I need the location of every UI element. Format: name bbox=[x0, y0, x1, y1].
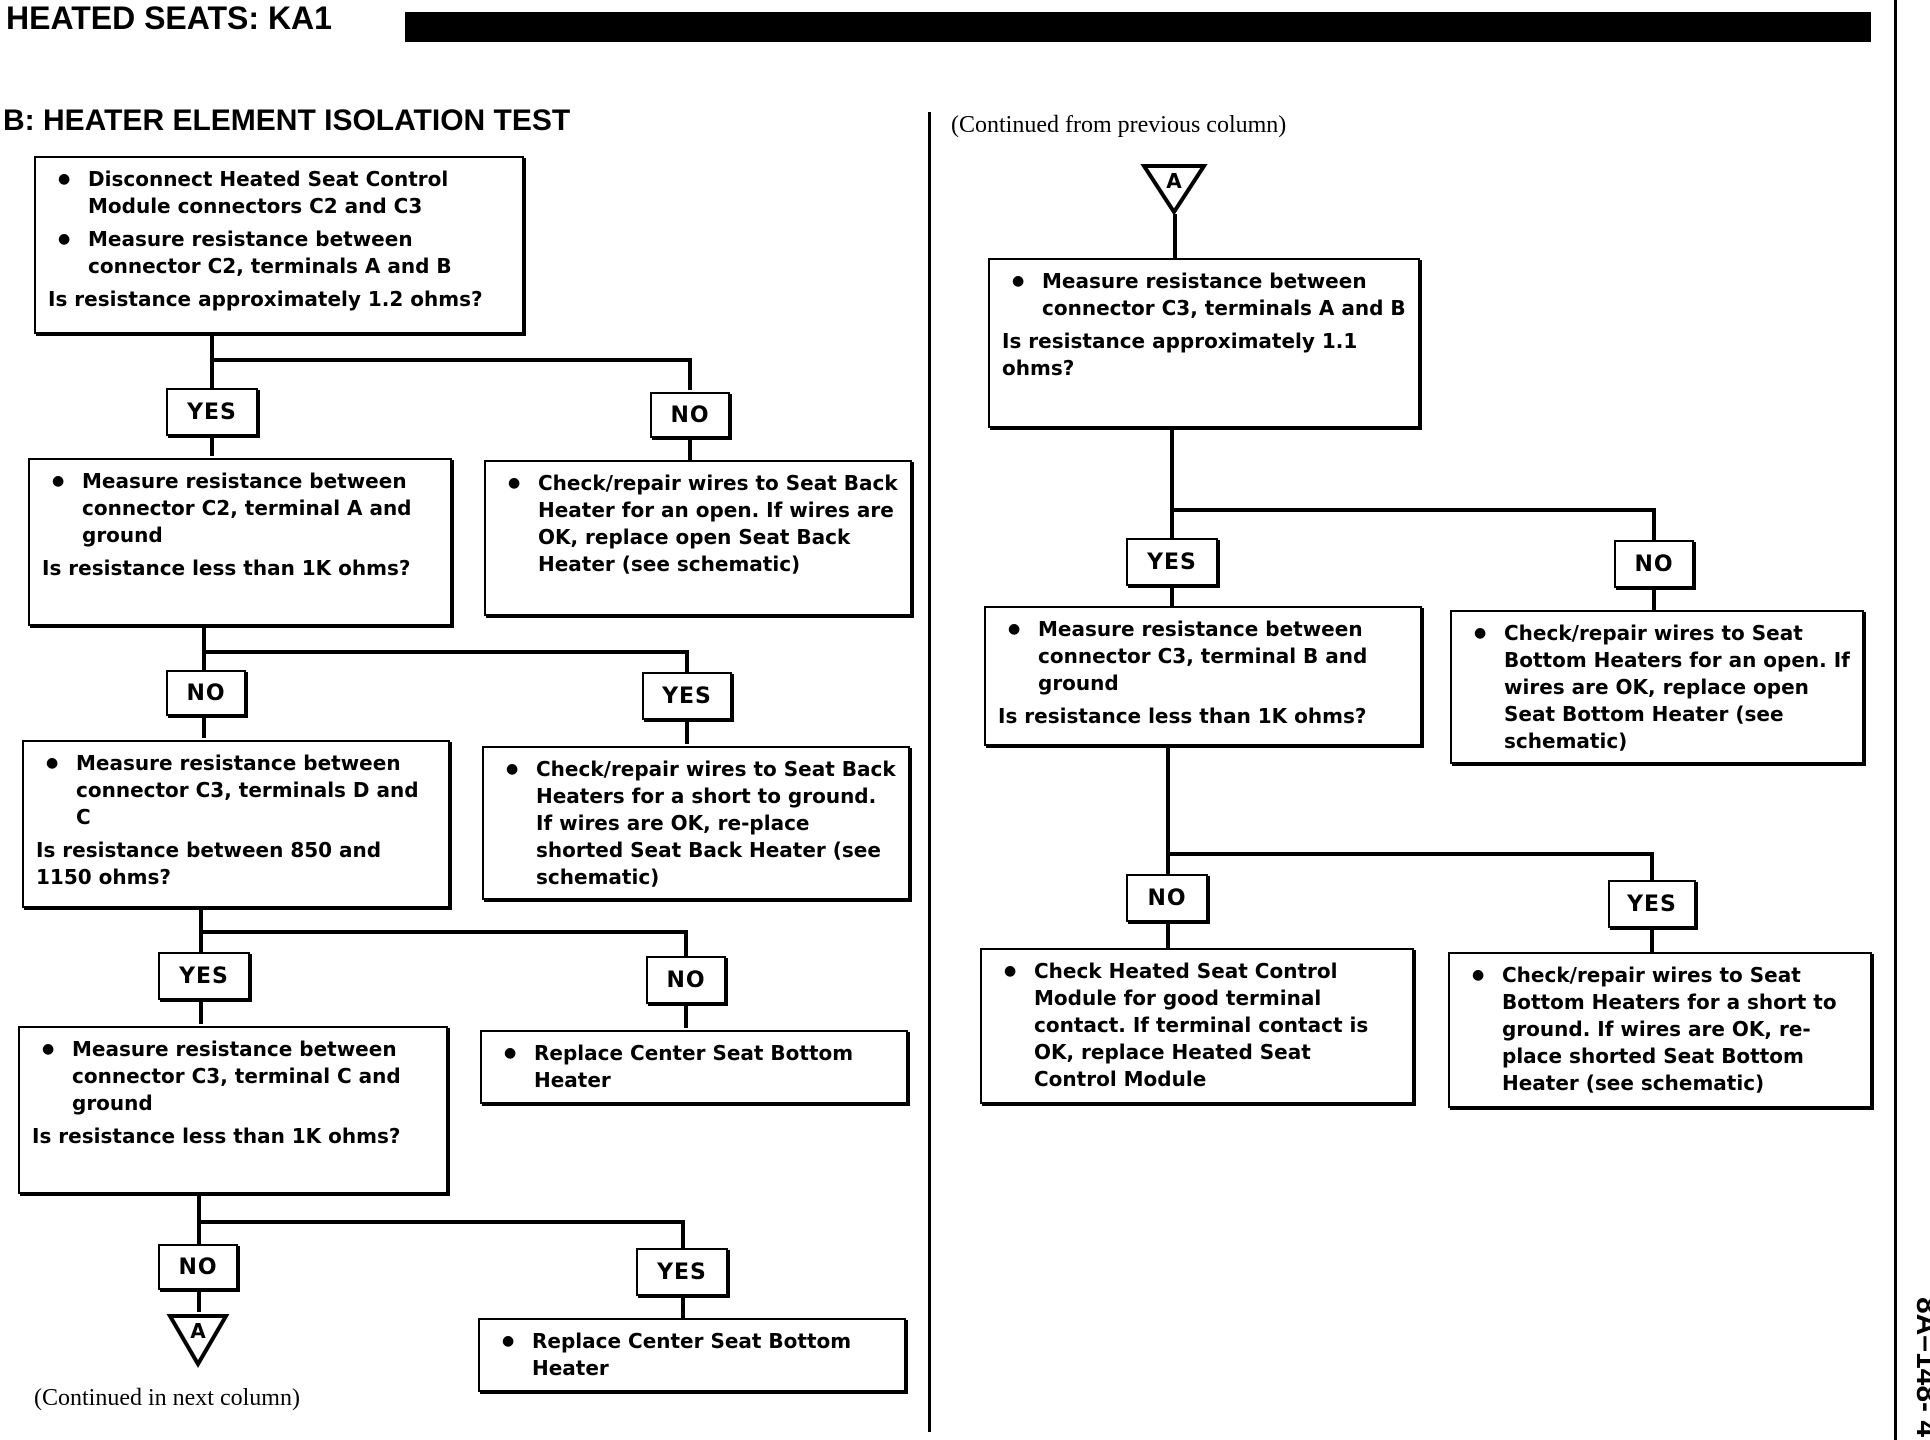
bullet-text: Check/repair wires to Seat Back Heaters … bbox=[496, 756, 896, 891]
action-repair-seat-bottom-open: Check/repair wires to Seat Bottom Heater… bbox=[1450, 610, 1864, 764]
bullet-text: Measure resistance between connector C2,… bbox=[48, 226, 510, 280]
question-text: Is resistance less than 1K ohms? bbox=[998, 704, 1367, 728]
column-divider bbox=[928, 112, 931, 1432]
header-rule-bar bbox=[405, 12, 1871, 42]
action-replace-center-seat-bottom-heater: Replace Center Seat Bottom Heater bbox=[480, 1030, 908, 1104]
no-label: NO bbox=[1614, 540, 1694, 588]
yes-label: YES bbox=[158, 952, 250, 1000]
yes-label: YES bbox=[642, 672, 732, 720]
no-label: NO bbox=[158, 1244, 238, 1290]
bullet-text: Check Heated Seat Control Module for goo… bbox=[994, 958, 1400, 1093]
no-label: NO bbox=[650, 392, 730, 438]
action-repair-seat-bottom-short: Check/repair wires to Seat Bottom Heater… bbox=[1448, 952, 1872, 1108]
no-label: NO bbox=[166, 670, 246, 716]
step-measure-c3-terminals-a-b: Measure resistance between connector C3,… bbox=[988, 258, 1420, 428]
off-page-connector-top bbox=[1140, 164, 1208, 216]
bullet-text: Disconnect Heated Seat Control Module co… bbox=[48, 166, 510, 220]
step-measure-c3-terminal-c-ground: Measure resistance between connector C3,… bbox=[18, 1026, 448, 1194]
action-check-control-module-contact: Check Heated Seat Control Module for goo… bbox=[980, 948, 1414, 1104]
yes-label: YES bbox=[166, 388, 258, 436]
bullet-text: Check/repair wires to Seat Bottom Heater… bbox=[1464, 620, 1850, 755]
action-replace-center-seat-bottom-heater-2: Replace Center Seat Bottom Heater bbox=[478, 1318, 906, 1392]
question-text: Is resistance between 850 and 1150 ohms? bbox=[36, 838, 382, 889]
action-repair-seat-back-open: Check/repair wires to Seat Back Heater f… bbox=[484, 460, 912, 616]
bullet-text: Replace Center Seat Bottom Heater bbox=[494, 1040, 894, 1094]
step-measure-c2-terminal-a-ground: Measure resistance between connector C2,… bbox=[28, 458, 452, 626]
continued-in-note: (Continued in next column) bbox=[34, 1385, 300, 1411]
connector-letter-bottom: A bbox=[190, 1319, 206, 1343]
bullet-text: Measure resistance between connector C3,… bbox=[998, 616, 1408, 697]
yes-label: YES bbox=[1126, 538, 1218, 586]
bullet-text: Measure resistance between connector C3,… bbox=[32, 1036, 434, 1117]
bullet-text: Check/repair wires to Seat Bottom Heater… bbox=[1462, 962, 1858, 1097]
bullet-text: Measure resistance between connector C3,… bbox=[1002, 268, 1406, 322]
step-measure-c3-terminal-b-ground: Measure resistance between connector C3,… bbox=[984, 606, 1422, 746]
no-label: NO bbox=[1126, 874, 1208, 922]
question-text: Is resistance approximately 1.2 ohms? bbox=[48, 287, 483, 311]
bullet-text: Check/repair wires to Seat Back Heater f… bbox=[498, 470, 898, 578]
action-repair-seat-back-short: Check/repair wires to Seat Back Heaters … bbox=[482, 746, 910, 900]
connector-letter-top: A bbox=[1166, 169, 1182, 193]
no-label: NO bbox=[646, 956, 726, 1004]
yes-label: YES bbox=[636, 1248, 728, 1296]
off-page-connector-bottom bbox=[166, 1314, 230, 1368]
question-text: Is resistance less than 1K ohms? bbox=[32, 1124, 401, 1148]
section-title: B: HEATER ELEMENT ISOLATION TEST bbox=[3, 104, 571, 137]
bullet-text: Measure resistance between connector C2,… bbox=[42, 468, 438, 549]
page-header-title: HEATED SEATS: KA1 bbox=[6, 0, 332, 36]
yes-label: YES bbox=[1608, 880, 1696, 928]
continued-from-note: (Continued from previous column) bbox=[951, 112, 1287, 138]
page-edge-rule bbox=[1894, 0, 1897, 1440]
bullet-text: Measure resistance between connector C3,… bbox=[36, 750, 436, 831]
step-disconnect-measure-c2: Disconnect Heated Seat Control Module co… bbox=[34, 156, 524, 334]
question-text: Is resistance less than 1K ohms? bbox=[42, 556, 411, 580]
bullet-text: Replace Center Seat Bottom Heater bbox=[492, 1328, 892, 1382]
step-measure-c3-terminals-d-c: Measure resistance between connector C3,… bbox=[22, 740, 450, 908]
question-text: Is resistance approximately 1.1 ohms? bbox=[1002, 329, 1358, 380]
